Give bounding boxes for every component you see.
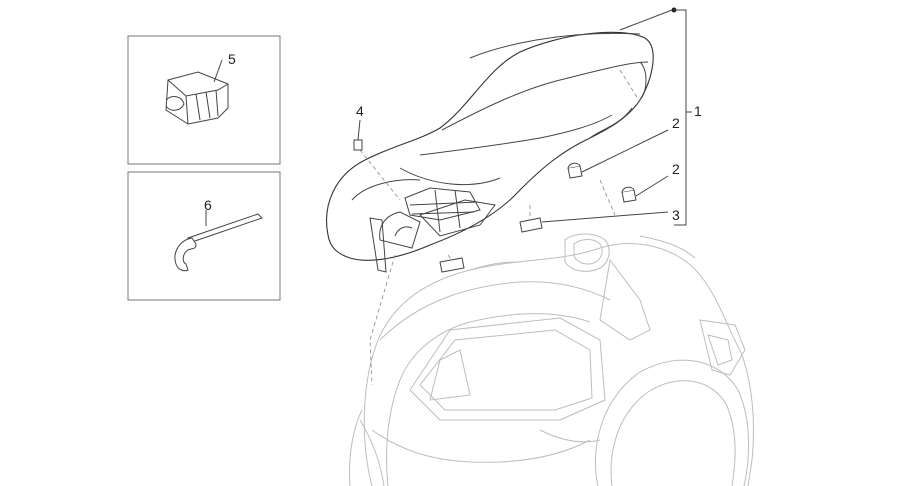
clip-part: [439, 257, 465, 273]
frame-body-outline: [349, 233, 754, 486]
callout-1: 1: [694, 103, 702, 119]
leader-lines: [357, 9, 673, 223]
plug-part: [567, 162, 583, 179]
inset-box-5: [127, 35, 281, 165]
callout-2: 2: [672, 115, 680, 131]
callout-5: 5: [228, 51, 236, 67]
rubber-block-part: [165, 59, 229, 125]
callout-4: 4: [356, 103, 364, 119]
spanner-tool-part: [174, 210, 263, 272]
inset-box-6: [127, 171, 281, 301]
plug-part: [621, 186, 637, 203]
callout-6: 6: [204, 197, 212, 213]
callout-2: 2: [672, 161, 680, 177]
seat-assembly: [326, 31, 654, 273]
screw-part: [353, 139, 363, 151]
clip-part: [519, 217, 543, 233]
callout-3: 3: [672, 207, 680, 223]
callout-bracket: [671, 7, 692, 226]
